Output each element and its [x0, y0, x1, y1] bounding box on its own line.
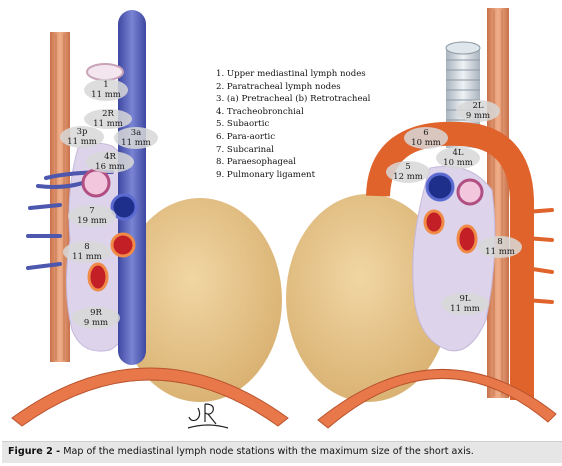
pulmonary-vein-right-lower [456, 224, 478, 254]
aortic-arch [366, 121, 534, 400]
vena-cava [118, 10, 146, 365]
pulmonary-artery-right [425, 172, 455, 202]
pulmonary-vein-upper [110, 232, 136, 258]
legend-item: 9. Pulmonary ligament [216, 169, 316, 180]
right-bronchus [81, 168, 111, 198]
figure-caption: Figure 2 - Map of the mediastinal lymph … [2, 441, 562, 463]
pulmonary-vein-right-upper [423, 209, 445, 235]
legend-item: 4. Tracheobronchial [216, 106, 304, 117]
left-bronchus [456, 178, 484, 206]
left-view [11, 10, 289, 429]
esophagus [50, 32, 70, 362]
legend-item: 6. Para-aortic [216, 131, 276, 142]
legend-item: 8. Paraesophageal [216, 157, 296, 168]
legend-item: 2. Paratracheal lymph nodes [216, 81, 341, 92]
diaphragm-left [11, 367, 289, 427]
heart-right [286, 194, 450, 402]
aortic-branches [524, 208, 554, 304]
mediastinum-diagram [11, 8, 557, 429]
heart [118, 198, 282, 402]
caption-text: Map of the mediastinal lymph node statio… [63, 446, 474, 457]
legend-item: 7. Subcarinal [216, 144, 275, 155]
caption-label: Figure 2 - [8, 446, 61, 457]
legend-item: 5. Subaortic [216, 119, 270, 130]
station-legend: 1. Upper mediastinal lymph nodes 2. Para… [216, 68, 370, 181]
right-view [286, 8, 557, 429]
trachea-top [86, 63, 124, 81]
legend-item: 1. Upper mediastinal lymph nodes [216, 69, 366, 79]
pulmonary-artery [110, 193, 138, 221]
diaphragm-right [317, 368, 557, 429]
legend-item: 3. (a) Pretracheal (b) Retrotracheal [216, 94, 371, 105]
artist-signature [187, 403, 229, 429]
pulmonary-vein-lower [87, 262, 109, 292]
